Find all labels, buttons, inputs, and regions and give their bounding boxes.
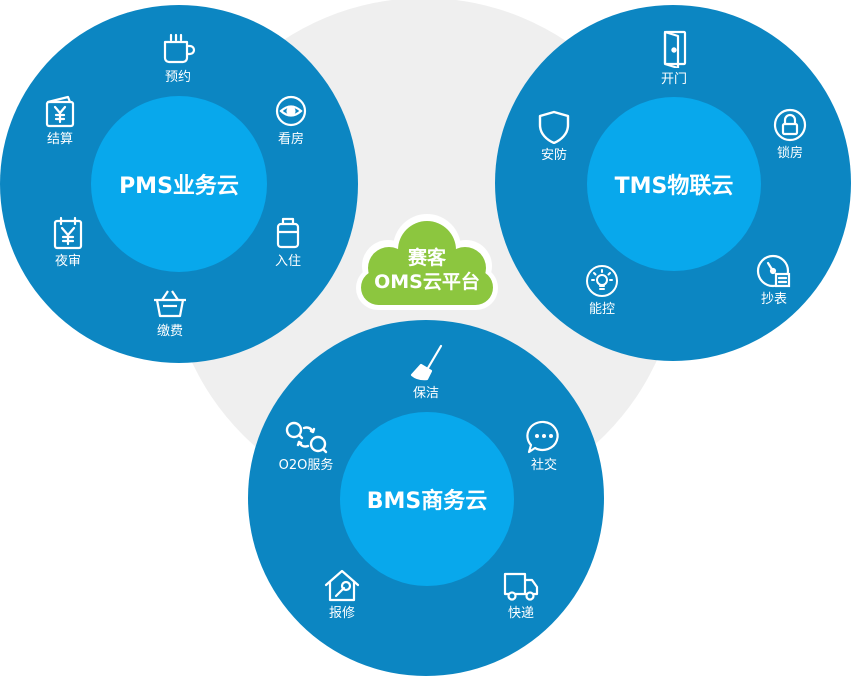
pms-feature-settlement: 结算 [20, 94, 100, 158]
tms-feature-energy-control: 能控 [562, 264, 642, 328]
pms-feature-night-audit: 夜审 [28, 216, 108, 280]
cup-icon [163, 33, 196, 64]
basket-icon [154, 290, 186, 318]
pms-feature-label: 夜审 [54, 254, 81, 269]
tms-feature-label: 能控 [588, 302, 615, 317]
pms-feature-checkin: 入住 [248, 216, 328, 280]
bms-feature-label: 快递 [507, 606, 534, 621]
bms-feature-repair: 报修 [302, 568, 382, 632]
bms-feature-label: 保洁 [412, 386, 439, 401]
bms-feature-o2o: O2O服务 [266, 420, 346, 484]
oms-platform-title: 赛客 OMS云平台 [338, 246, 516, 294]
tms-feature-label: 安防 [540, 148, 567, 163]
pms-feature-label: 入住 [274, 254, 301, 269]
broom-icon [410, 344, 443, 381]
bms-feature-express: 快递 [481, 568, 561, 632]
tms-feature-label: 锁房 [776, 146, 803, 161]
bms-feature-label: 报修 [328, 606, 355, 621]
lock-icon [773, 108, 807, 142]
bms-feature-label: 社交 [530, 458, 557, 473]
tms-feature-open-door: 开门 [634, 30, 714, 94]
oms-title-line1: 赛客 [407, 247, 446, 269]
tms-feature-meter-reading: 抄表 [734, 254, 814, 318]
oms-title-line2: OMS云平台 [374, 271, 480, 293]
pms-feature-label: 看房 [277, 132, 304, 147]
pms-feature-label: 结算 [46, 132, 73, 147]
pms-feature-payment: 缴费 [130, 286, 210, 350]
wrench-house-icon [324, 569, 360, 602]
bms-title: BMS商务云 [340, 412, 514, 586]
chat-icon [526, 420, 559, 454]
bms-feature-social: 社交 [504, 420, 584, 484]
pms-feature-label: 预约 [164, 70, 191, 85]
calendar-yen-icon [53, 216, 83, 250]
tms-feature-label: 开门 [660, 72, 687, 87]
eye-icon [275, 95, 307, 127]
oms-cloud-badge: 赛客 OMS云平台 [338, 208, 516, 316]
bms-feature-cleaning: 保洁 [386, 344, 466, 408]
door-icon [663, 30, 687, 68]
shield-icon [538, 110, 570, 144]
luggage-icon [276, 217, 300, 249]
pms-feature-label: 缴费 [156, 324, 183, 339]
meter-icon [756, 254, 791, 288]
pms-feature-viewing: 看房 [251, 94, 331, 158]
bulb-icon [586, 265, 618, 297]
pms-feature-booking: 预约 [138, 32, 218, 96]
wallet-yen-icon [45, 95, 75, 128]
o2o-icon [285, 421, 328, 454]
pms-title: PMS业务云 [91, 96, 267, 272]
tms-feature-lock-room: 锁房 [750, 108, 830, 172]
tms-feature-security: 安防 [514, 110, 594, 174]
truck-icon [503, 572, 539, 601]
bms-feature-label: O2O服务 [278, 458, 334, 473]
cloud-shape [356, 214, 498, 310]
tms-feature-label: 抄表 [760, 292, 787, 307]
tms-title: TMS物联云 [587, 97, 761, 271]
